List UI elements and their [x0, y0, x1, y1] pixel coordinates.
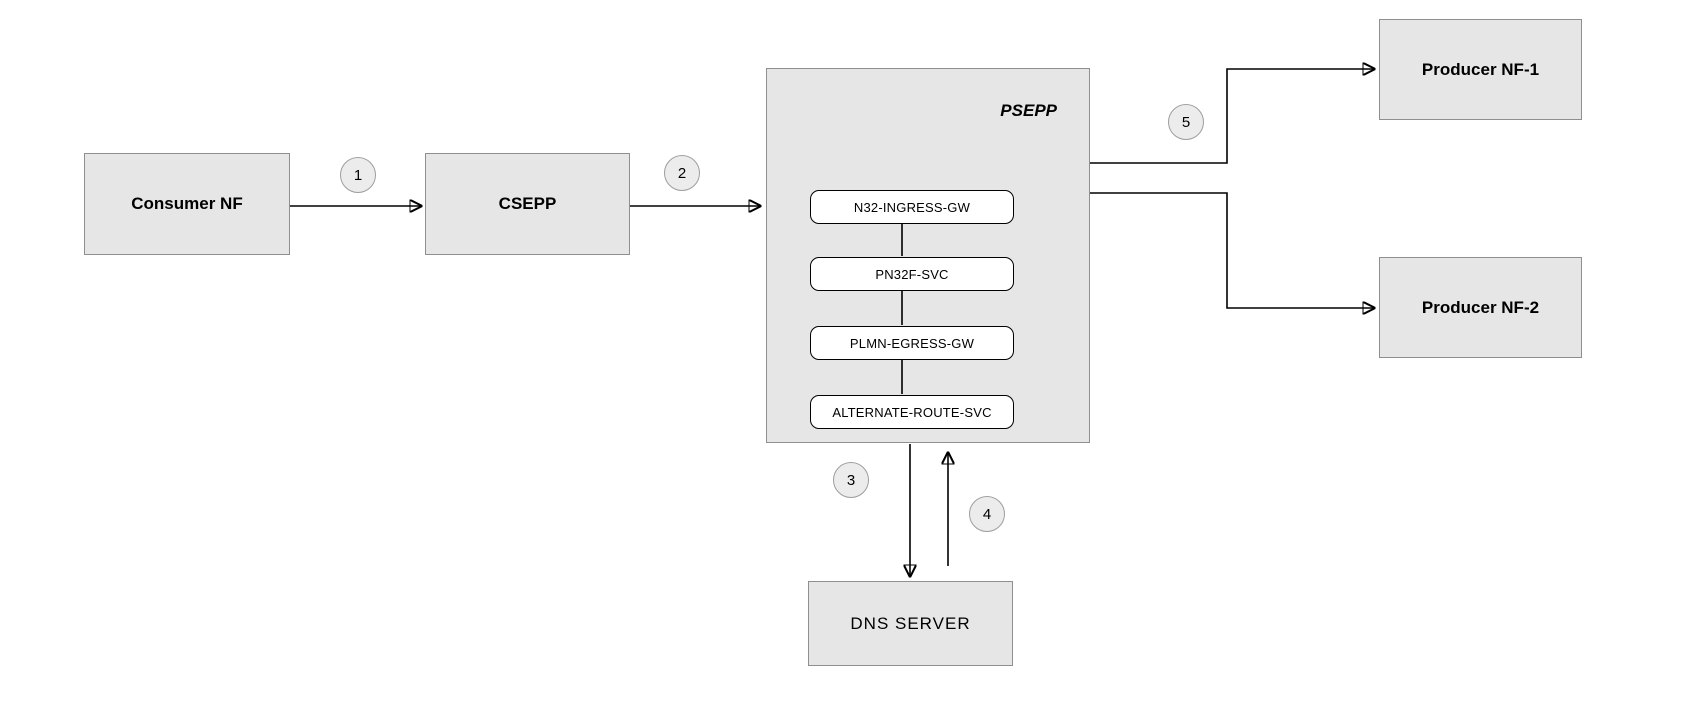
node-n32-ingress-gw-label: N32-INGRESS-GW — [853, 199, 971, 215]
node-plmn-egress-gw: PLMN-EGRESS-GW — [810, 326, 1014, 360]
node-producer-nf-1: Producer NF-1 — [1379, 19, 1582, 120]
arrow-psepp-to-producer-nf-2 — [1090, 192, 1374, 308]
step-badge-2: 2 — [664, 155, 700, 191]
node-plmn-egress-gw-label: PLMN-EGRESS-GW — [849, 335, 975, 351]
node-psepp: PSEPP N32-INGRESS-GW PN32F-SVC PLMN-EGRE… — [766, 68, 1090, 443]
node-csepp: CSEPP — [425, 153, 630, 255]
step-badge-5-number: 5 — [1181, 113, 1191, 131]
node-csepp-label: CSEPP — [498, 194, 557, 213]
step-badge-1-number: 1 — [353, 166, 363, 184]
node-alternate-route-svc: ALTERNATE-ROUTE-SVC — [810, 395, 1014, 429]
step-badge-3-number: 3 — [846, 471, 856, 489]
node-consumer-nf: Consumer NF — [84, 153, 290, 255]
node-producer-nf-2-label: Producer NF-2 — [1421, 297, 1540, 317]
node-producer-nf-1-label: Producer NF-1 — [1421, 59, 1540, 79]
step-badge-5: 5 — [1168, 104, 1204, 140]
node-dns-server: DNS SERVER — [808, 581, 1013, 666]
node-consumer-nf-label: Consumer NF — [131, 194, 243, 213]
node-n32-ingress-gw: N32-INGRESS-GW — [810, 190, 1014, 224]
node-dns-server-label: DNS SERVER — [850, 613, 971, 633]
node-pn32f-svc: PN32F-SVC — [810, 257, 1014, 291]
arrow-psepp-to-producer-nf-1 — [1090, 69, 1374, 164]
step-badge-2-number: 2 — [677, 164, 687, 182]
node-psepp-label: PSEPP — [1000, 101, 1057, 120]
step-badge-3: 3 — [833, 462, 869, 498]
step-badge-4-number: 4 — [982, 505, 992, 523]
node-alternate-route-svc-label: ALTERNATE-ROUTE-SVC — [832, 404, 992, 420]
node-producer-nf-2: Producer NF-2 — [1379, 257, 1582, 358]
node-pn32f-svc-label: PN32F-SVC — [875, 266, 949, 282]
step-badge-1: 1 — [340, 157, 376, 193]
step-badge-4: 4 — [969, 496, 1005, 532]
